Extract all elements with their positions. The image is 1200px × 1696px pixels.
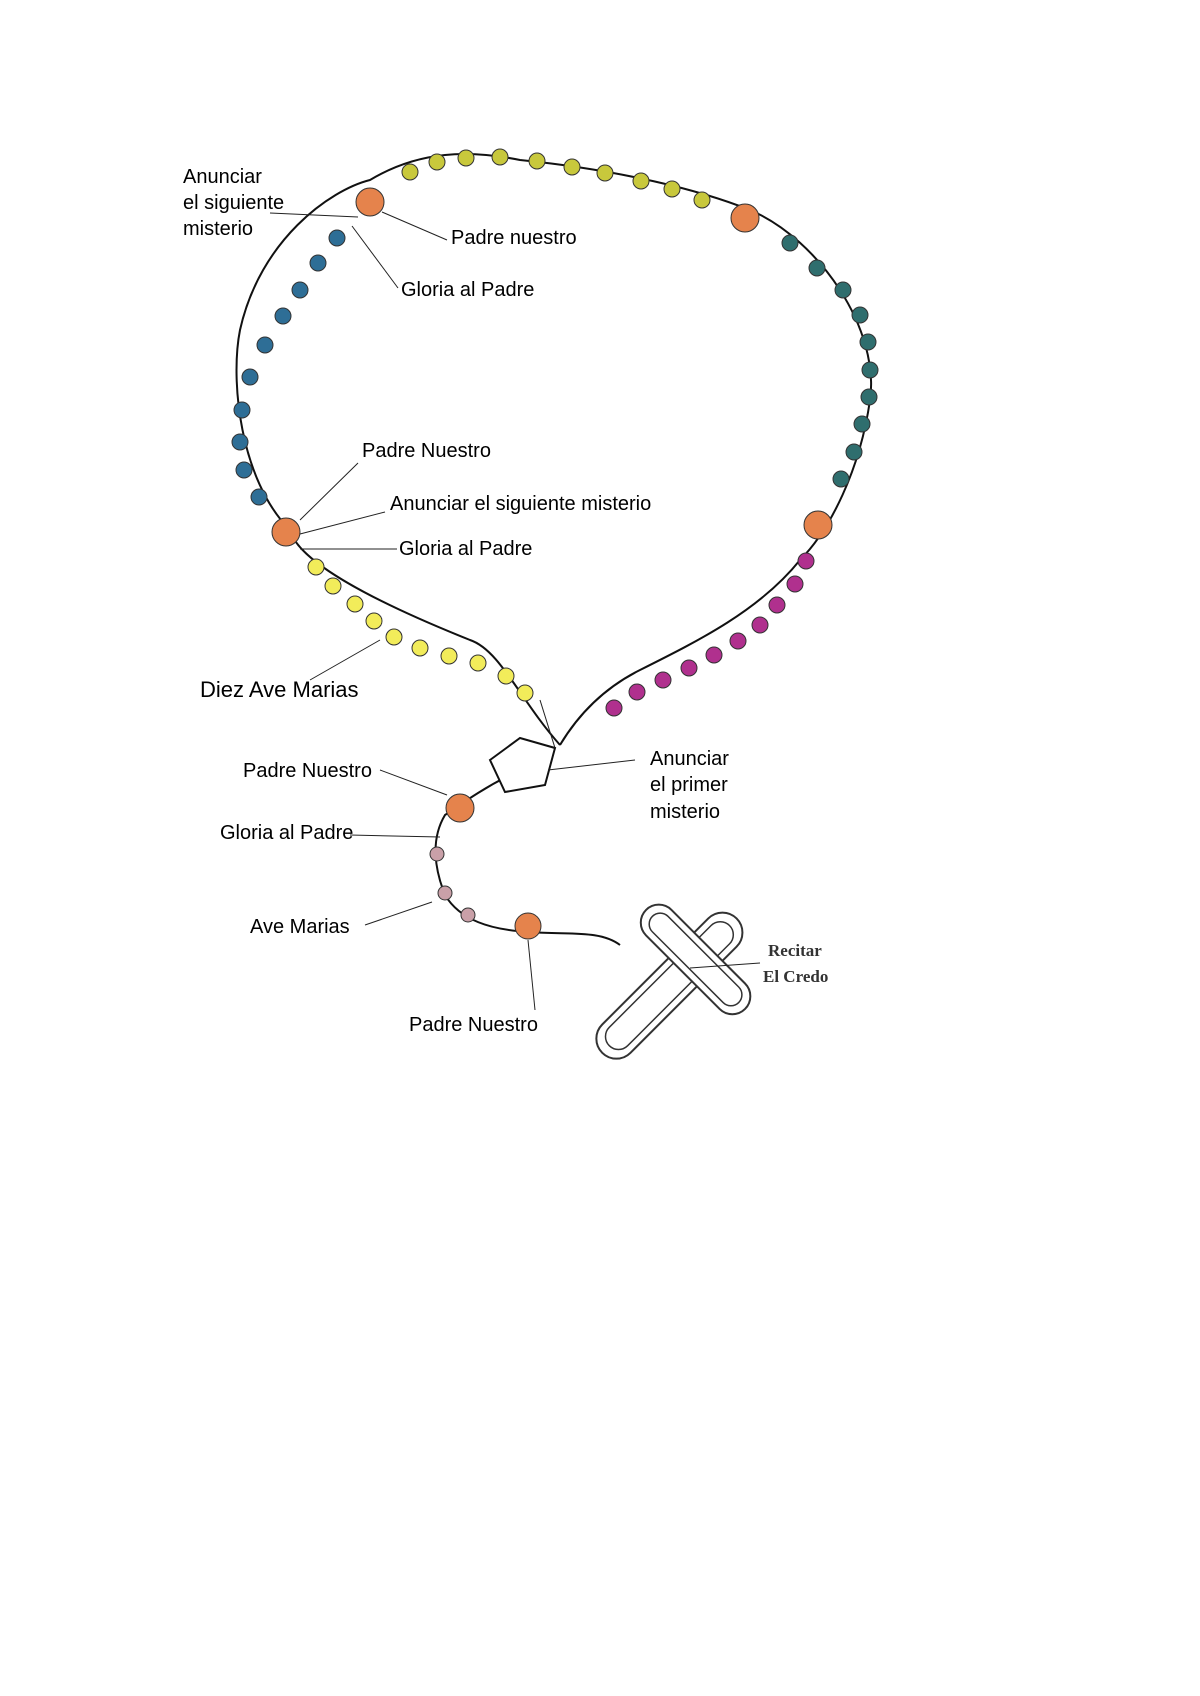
- yellow-decade: [307, 558, 534, 702]
- cross-icon: [595, 903, 752, 1060]
- bead: [853, 415, 871, 433]
- bead: [491, 148, 509, 166]
- bead: [516, 684, 534, 702]
- bead: [385, 628, 403, 646]
- bead: [861, 361, 879, 379]
- bead: [365, 612, 383, 630]
- label-first-mystery: Anunciar el primer misterio: [650, 748, 735, 823]
- bead: [401, 163, 419, 181]
- bead: [632, 172, 650, 190]
- bead: [346, 595, 364, 613]
- label-mid-announce: Anunciar el siguiente misterio: [390, 493, 651, 515]
- tail-ave-beads: [429, 846, 476, 923]
- bead: [328, 229, 346, 247]
- bead: [859, 333, 877, 351]
- label-top-gloria: Gloria al Padre: [401, 279, 534, 301]
- bead: [654, 671, 672, 689]
- label-diez-ave: Diez Ave Marias: [200, 677, 359, 702]
- bead: [233, 401, 251, 419]
- bead: [729, 632, 747, 650]
- label-credo: Recitar El Credo: [763, 941, 828, 986]
- bead: [797, 552, 815, 570]
- label-top-padre-nuestro: Padre nuestro: [451, 227, 577, 249]
- blue-decade: [231, 229, 346, 506]
- bead: [663, 180, 681, 198]
- olive-decade: [401, 148, 711, 209]
- bead-large: [271, 517, 301, 547]
- bead: [231, 433, 249, 451]
- bead: [250, 488, 268, 506]
- bead: [705, 646, 723, 664]
- bead: [256, 336, 274, 354]
- bead-large: [803, 510, 833, 540]
- label-low-gloria: Gloria al Padre: [220, 822, 353, 844]
- bead: [411, 639, 429, 657]
- bead: [860, 388, 878, 406]
- bead: [768, 596, 786, 614]
- label-bottom-padre-nuestro: Padre Nuestro: [409, 1014, 538, 1036]
- bead: [440, 647, 458, 665]
- bead: [628, 683, 646, 701]
- our-father-beads: [271, 187, 833, 940]
- magenta-decade: [605, 552, 815, 717]
- bead: [693, 191, 711, 209]
- bead: [429, 846, 445, 862]
- bead: [324, 577, 342, 595]
- bead: [680, 659, 698, 677]
- bead: [834, 281, 852, 299]
- bead: [497, 667, 515, 685]
- bead: [808, 259, 826, 277]
- bead: [307, 558, 325, 576]
- centerpiece-icon: [488, 736, 557, 794]
- bead: [528, 152, 546, 170]
- bead: [605, 699, 623, 717]
- bead: [457, 149, 475, 167]
- label-low-padre-nuestro: Padre Nuestro: [243, 760, 372, 782]
- leader-lines: [269, 211, 761, 1011]
- bead-large: [445, 793, 475, 823]
- teal-decade: [781, 234, 879, 488]
- bead: [781, 234, 799, 252]
- label-mid-gloria: Gloria al Padre: [399, 538, 532, 560]
- bead: [751, 616, 769, 634]
- bead: [235, 461, 253, 479]
- bead: [786, 575, 804, 593]
- bead: [851, 306, 869, 324]
- bead-large: [730, 203, 760, 233]
- bead: [428, 153, 446, 171]
- bead: [596, 164, 614, 182]
- bead: [291, 281, 309, 299]
- bead: [845, 443, 863, 461]
- bead: [241, 368, 259, 386]
- bead: [274, 307, 292, 325]
- bead: [832, 470, 850, 488]
- bead-large: [355, 187, 385, 217]
- label-ave-marias: Ave Marias: [250, 916, 350, 938]
- bead: [309, 254, 327, 272]
- bead: [437, 885, 453, 901]
- label-top-left-announce: Anunciar el siguiente misterio: [183, 166, 290, 240]
- bead: [469, 654, 487, 672]
- bead: [460, 907, 476, 923]
- bead-large: [514, 912, 542, 940]
- label-mid-padre-nuestro: Padre Nuestro: [362, 440, 491, 462]
- bead: [563, 158, 581, 176]
